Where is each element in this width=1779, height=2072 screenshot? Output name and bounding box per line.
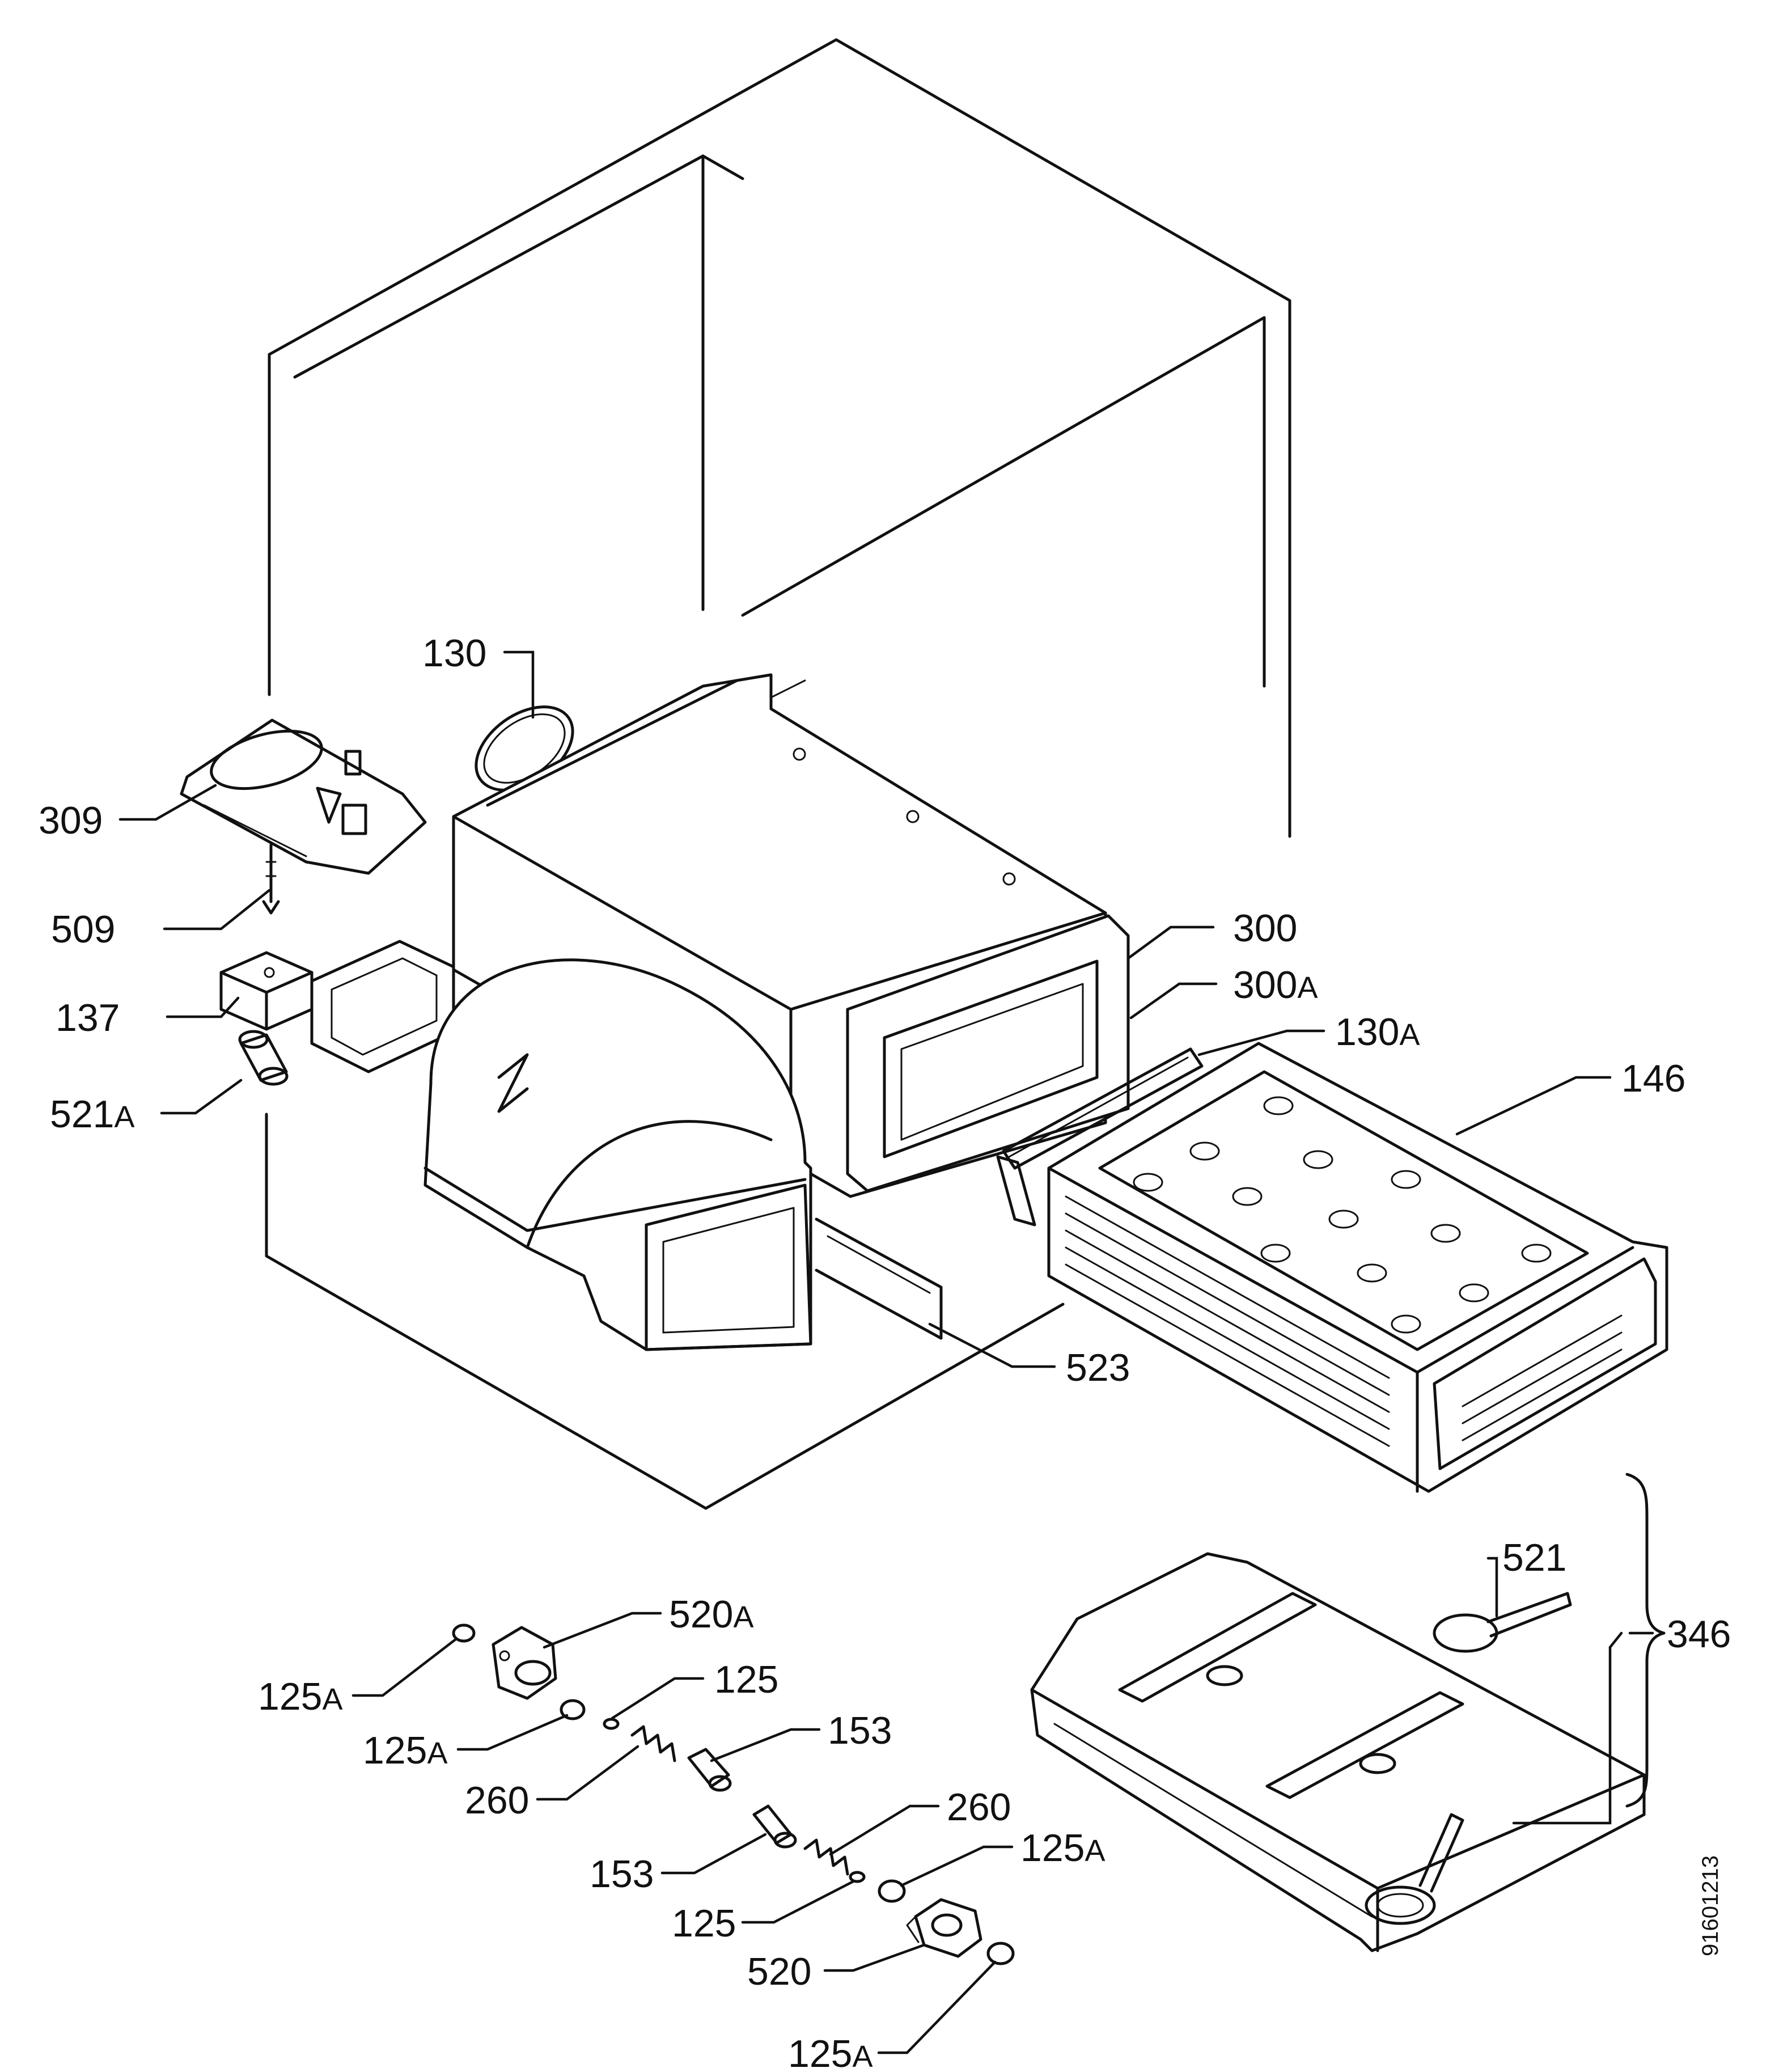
label-523: 523 bbox=[1066, 1346, 1130, 1389]
label-309: 309 bbox=[39, 799, 103, 842]
label-125a-1: 125A bbox=[258, 1675, 343, 1718]
label-521a: 521A bbox=[50, 1093, 135, 1136]
label-300a: 300A bbox=[1233, 963, 1318, 1007]
label-125a-3: 125A bbox=[1020, 1826, 1105, 1870]
label-153-2: 153 bbox=[590, 1853, 654, 1896]
part-146-condenser bbox=[1047, 1042, 1668, 1493]
label-137: 137 bbox=[56, 996, 120, 1039]
label-125-2: 125 bbox=[672, 1902, 736, 1945]
label-125a-4: 125A bbox=[788, 2032, 873, 2072]
part-labels: 130 309 509 137 521A 300 300A 130A 146 5… bbox=[39, 632, 1731, 2072]
valve-parts bbox=[452, 1623, 1015, 1965]
part-521a-cylinder bbox=[238, 1030, 289, 1086]
condenser-holes bbox=[1133, 1096, 1552, 1334]
part-130a-gasket bbox=[996, 1047, 1204, 1227]
leader-lines bbox=[118, 650, 1654, 2054]
label-346: 346 bbox=[1667, 1613, 1731, 1656]
label-260-2: 260 bbox=[947, 1786, 1011, 1829]
document-number: 91601213 bbox=[1698, 1855, 1723, 1956]
group-brace bbox=[1625, 1473, 1666, 1808]
cabinet-outline bbox=[265, 38, 1291, 1510]
part-137-block bbox=[219, 951, 314, 1031]
label-520a: 520A bbox=[669, 1593, 754, 1636]
part-260-spring-1 bbox=[630, 1725, 676, 1762]
fan-housing bbox=[423, 958, 812, 1351]
part-125a-oring-2 bbox=[560, 1699, 586, 1720]
part-309-cover-plate bbox=[180, 718, 427, 875]
part-523-channel-tray bbox=[310, 940, 943, 1340]
part-346-water-container bbox=[1030, 1552, 1646, 1952]
part-521-cap bbox=[1433, 1592, 1572, 1653]
label-520: 520 bbox=[747, 1950, 811, 1993]
label-130: 130 bbox=[422, 632, 486, 675]
part-509-pin bbox=[262, 843, 280, 915]
part-125a-oring-1 bbox=[452, 1623, 476, 1643]
label-300: 300 bbox=[1233, 907, 1297, 950]
part-125a-oring-4 bbox=[986, 1942, 1015, 1965]
label-125a-2: 125A bbox=[363, 1729, 448, 1772]
label-130a: 130A bbox=[1335, 1010, 1420, 1054]
label-521: 521 bbox=[1502, 1536, 1566, 1579]
part-153-valve-pin-1 bbox=[687, 1748, 732, 1792]
part-520a-valve-body bbox=[492, 1626, 557, 1700]
part-125-oring-2 bbox=[849, 1871, 866, 1883]
label-509: 509 bbox=[51, 908, 115, 951]
label-260-1: 260 bbox=[465, 1779, 529, 1822]
part-125-oring-1 bbox=[603, 1718, 620, 1730]
part-153-valve-pin-2 bbox=[752, 1804, 797, 1849]
part-260-spring-2 bbox=[803, 1838, 849, 1876]
part-125a-oring-3 bbox=[878, 1879, 906, 1903]
label-125-1: 125 bbox=[714, 1658, 778, 1701]
label-153-1: 153 bbox=[828, 1709, 892, 1752]
label-146: 146 bbox=[1621, 1057, 1685, 1100]
